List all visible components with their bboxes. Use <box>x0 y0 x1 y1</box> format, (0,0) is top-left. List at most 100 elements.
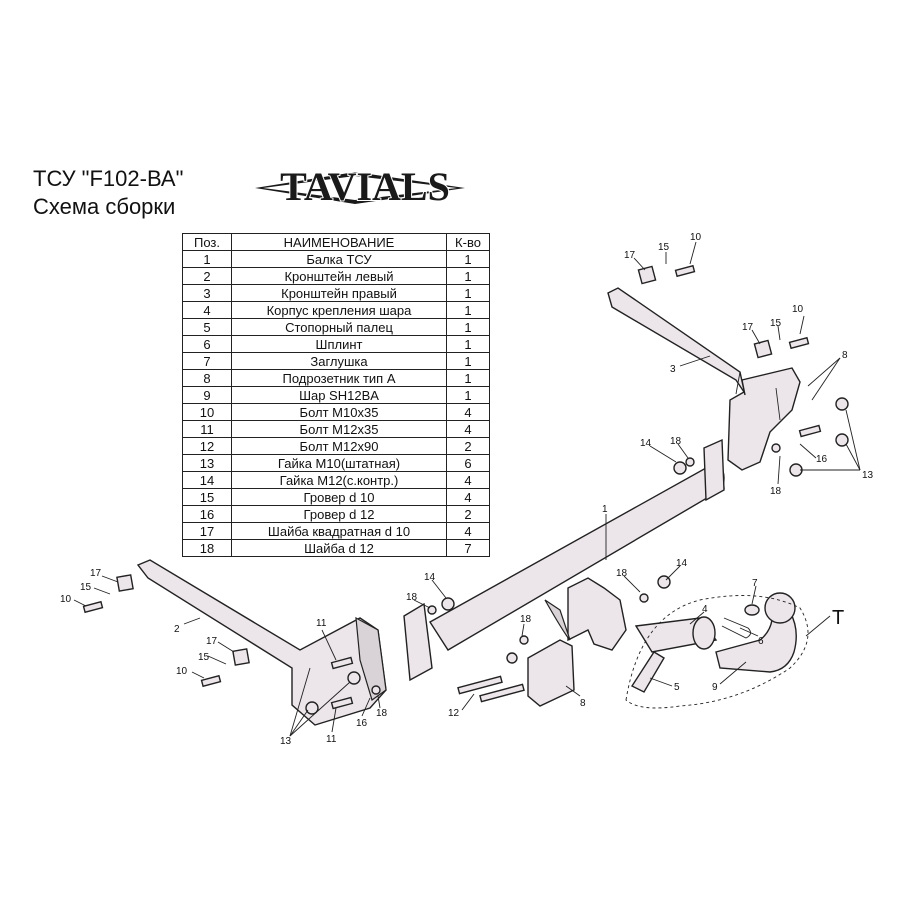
callout-16: 16 <box>356 718 368 729</box>
callout-13: 13 <box>862 470 874 481</box>
callout-17: 17 <box>90 568 102 579</box>
cotter-pin <box>721 617 751 639</box>
callout-13: 13 <box>280 736 292 747</box>
callout-16: 16 <box>816 454 828 465</box>
beam-plate-right <box>703 438 725 502</box>
nut-m10 <box>347 671 361 685</box>
callout-10: 10 <box>792 304 804 315</box>
tavials-logo: TAVIALS <box>255 163 465 210</box>
ball-mount-bracket <box>567 577 627 651</box>
cell-qty: 7 <box>446 539 490 557</box>
callout-11: 11 <box>316 618 327 629</box>
bolt-m12x90 <box>457 675 503 695</box>
bolt-m12x35 <box>798 424 822 438</box>
callout-1: 1 <box>602 504 608 515</box>
callout-t: T <box>832 607 844 629</box>
callout-10: 10 <box>60 594 72 605</box>
cell-pos: 18 <box>182 539 232 557</box>
cell-pos: 17 <box>182 522 232 540</box>
washer <box>685 457 695 467</box>
cell-name: Стопорный палец <box>231 318 447 336</box>
tow-ball-arm <box>715 611 797 673</box>
callout-5: 5 <box>674 682 680 693</box>
callout-10: 10 <box>176 666 188 677</box>
logo-text: TAVIALS <box>280 164 450 209</box>
washer <box>639 593 649 603</box>
callout-2: 2 <box>174 624 180 635</box>
socket-plate <box>527 639 575 707</box>
square-washer <box>753 339 773 359</box>
square-washer <box>637 265 657 285</box>
bolt-m12x35 <box>330 696 354 710</box>
callout-17: 17 <box>624 250 636 261</box>
beam-plate-left <box>403 602 433 682</box>
callout-8: 8 <box>580 698 586 709</box>
bolt-m12x35 <box>330 656 354 670</box>
cell-name: Болт М12х35 <box>231 420 447 438</box>
callout-10: 10 <box>690 232 702 243</box>
nut-m12 <box>441 597 455 611</box>
callout-12: 12 <box>448 708 460 719</box>
bolt-m10 <box>82 600 104 614</box>
callout-18: 18 <box>520 614 532 625</box>
callout-15: 15 <box>80 582 92 593</box>
nut-m10 <box>305 701 319 715</box>
callout-15: 15 <box>770 318 782 329</box>
callout-7: 7 <box>752 578 758 589</box>
callout-18: 18 <box>406 592 418 603</box>
callout-18: 18 <box>616 568 628 579</box>
ball-group-outline <box>625 595 809 709</box>
nut-m10 <box>835 433 849 447</box>
cell-pos: 14 <box>182 471 232 489</box>
table-header-row: Поз. НАИМЕНОВАНИЕ К-во <box>182 233 490 251</box>
bolt-m12x90 <box>479 683 525 703</box>
callout-14: 14 <box>676 558 688 569</box>
diagram-subtitle: Схема сборки <box>33 194 176 219</box>
cell-name: Шар SH12BA <box>231 386 447 404</box>
callout-4: 4 <box>702 604 708 615</box>
callout-6: 6 <box>758 636 764 647</box>
callout-3: 3 <box>670 364 676 375</box>
cap <box>744 604 760 616</box>
washer <box>506 652 518 664</box>
callout-15: 15 <box>658 242 670 253</box>
callout-18: 18 <box>770 486 782 497</box>
cell-name: Гровер d 12 <box>231 505 447 523</box>
bolt-m10 <box>200 674 222 688</box>
square-washer <box>116 574 134 592</box>
locking-pin <box>630 651 665 693</box>
square-washer <box>232 648 250 666</box>
cell-name: Кронштейн правый <box>231 284 447 302</box>
nut-m12 <box>673 461 687 475</box>
callout-8: 8 <box>842 350 848 361</box>
cell-name: Шайба d 12 <box>231 539 447 557</box>
nut-m10 <box>835 397 849 411</box>
column-header-name: НАИМЕНОВАНИЕ <box>231 233 447 251</box>
washer <box>771 443 781 453</box>
cell-name: Кронштейн левый <box>231 267 447 285</box>
washer <box>371 685 381 695</box>
tow-ball <box>764 592 796 624</box>
bolt-m10 <box>674 264 696 278</box>
callout-18: 18 <box>670 436 682 447</box>
cell-name: Болт М10х35 <box>231 403 447 421</box>
callout-9: 9 <box>712 682 718 693</box>
column-header-qty: К-во <box>446 233 490 251</box>
cell-name: Подрозетник тип А <box>231 369 447 387</box>
callout-14: 14 <box>424 572 436 583</box>
callout-14: 14 <box>640 438 652 449</box>
callout-11: 11 <box>326 734 337 745</box>
